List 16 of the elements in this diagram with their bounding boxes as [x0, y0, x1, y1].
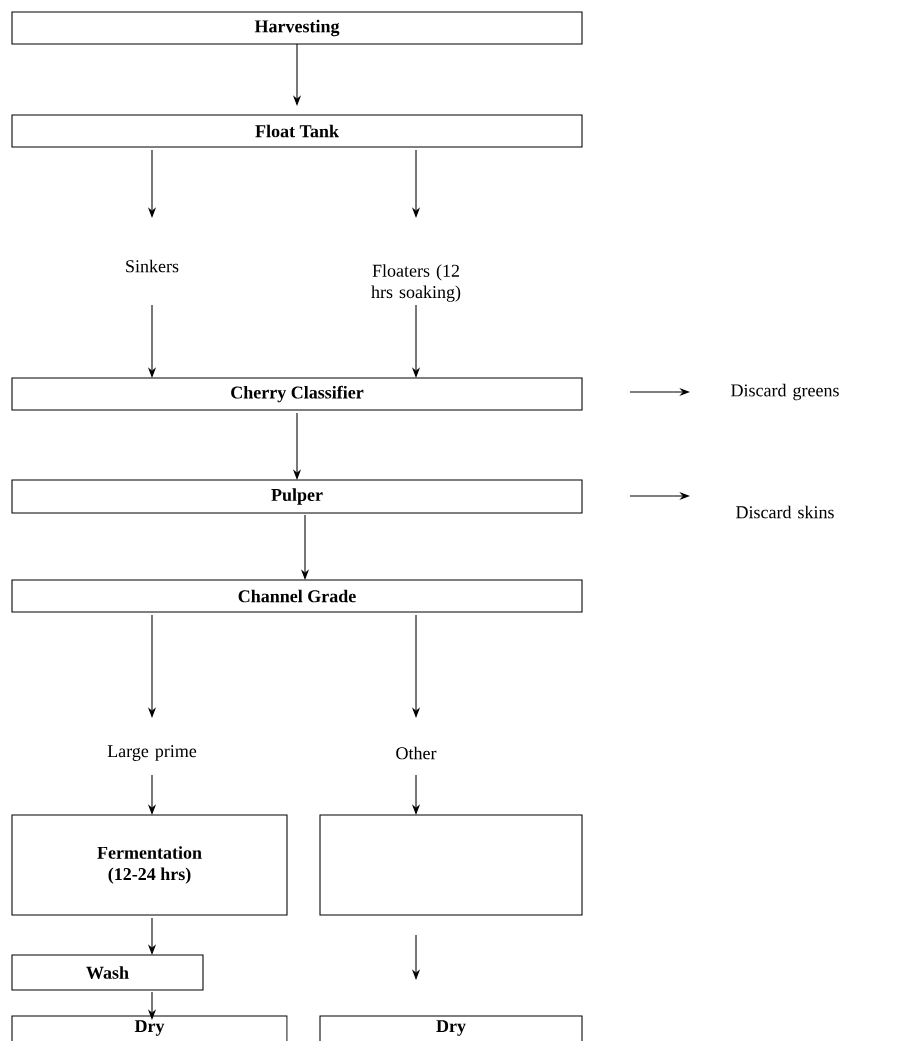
process-box: Dry [319, 1015, 583, 1041]
step-label: Large prime [107, 745, 197, 761]
step-label: Discard skins [736, 505, 834, 519]
process-box [319, 814, 583, 916]
process-box: Harvesting [11, 11, 583, 45]
step-label: Other [396, 746, 437, 760]
process-box: Cherry Classifier [11, 377, 583, 411]
step-label: Floaters (12 hrs soaking) [371, 264, 461, 302]
process-box: Pulper [11, 479, 583, 514]
process-box: Channel Grade [11, 579, 583, 613]
process-box: Dry [11, 1015, 288, 1041]
process-box: Float Tank [11, 114, 583, 148]
process-box: Fermentation (12-24 hrs) [11, 814, 288, 916]
step-label: Sinkers [126, 259, 179, 273]
process-box: Wash [11, 954, 204, 991]
step-label: Discard greens [731, 383, 839, 401]
